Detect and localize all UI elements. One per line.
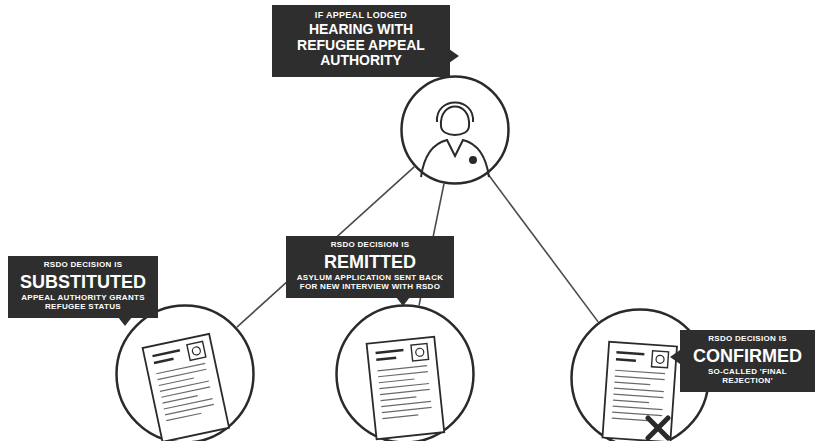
circle-outline xyxy=(115,304,255,441)
callout-pointer xyxy=(670,350,680,364)
circle-outline xyxy=(335,304,475,441)
callout-note: IF APPEAL LODGED xyxy=(279,10,443,20)
rejection-cross xyxy=(648,418,668,438)
document-icon xyxy=(602,342,677,441)
outcome-circle: RSDO DECISION ISCONFIRMEDSO-CALLED 'FINA… xyxy=(570,308,710,441)
callout-pointer xyxy=(449,49,459,63)
callout-note: RSDO DECISION IS xyxy=(15,261,151,270)
callout-note: SO-CALLED 'FINAL REJECTION' xyxy=(687,368,808,386)
callout-note: RSDO DECISION IS xyxy=(687,335,808,344)
callout-heading: REMITTED xyxy=(293,252,447,272)
outcome-circle: IF APPEAL LODGEDHEARING WITH REFUGEE APP… xyxy=(400,75,510,185)
circle-outline xyxy=(400,75,510,185)
branch-line xyxy=(488,174,598,322)
callout-note: RSDO DECISION IS xyxy=(293,241,447,250)
callout-pointer xyxy=(396,297,410,306)
callout-box: RSDO DECISION IS SUBSTITUTED APPEAL AUTHOR… xyxy=(8,256,158,318)
callout-heading: CONFIRMED xyxy=(687,346,808,366)
callout-heading: SUBSTITUTED xyxy=(15,272,151,292)
document-icon xyxy=(367,337,445,440)
callout-note: APPEAL AUTHORITY GRANTS REFUGEE STATUS xyxy=(15,294,151,312)
person-icon xyxy=(421,103,489,178)
callout-box: RSDO DECISION IS REMITTED ASYLUM APPLICATI… xyxy=(286,236,454,298)
outcome-circle: RSDO DECISION ISREMITTEDASYLUM APPLICATI… xyxy=(335,304,475,441)
callout-box: IF APPEAL LODGED HEARING WITH REFUGEE APP… xyxy=(272,5,450,77)
callout-heading: HEARING WITH REFUGEE APPEAL AUTHORITY xyxy=(279,22,443,69)
outcome-circle: RSDO DECISION ISSUBSTITUTEDAPPEAL AUTHOR… xyxy=(115,304,255,441)
callout-pointer xyxy=(118,317,132,326)
callout-box: RSDO DECISION IS CONFIRMED SO-CALLED 'FINA… xyxy=(680,330,815,392)
document-icon xyxy=(143,334,229,441)
callout-note: ASYLUM APPLICATION SENT BACK FOR NEW INT… xyxy=(293,274,447,292)
